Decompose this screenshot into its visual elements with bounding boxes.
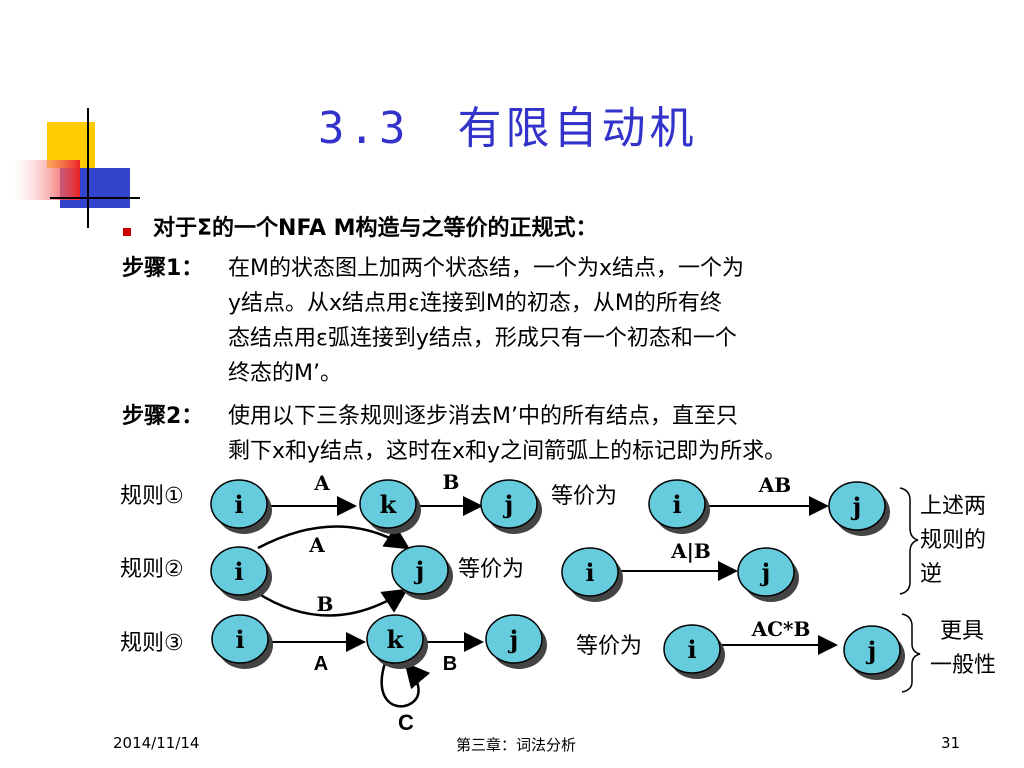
edge-label: AC*B (751, 617, 811, 641)
node-label: j (508, 625, 519, 654)
rule1-label: 规则① (120, 484, 184, 509)
edge-label: A (314, 653, 328, 675)
step2-label: 步骤2： (122, 404, 204, 429)
state-node: j (480, 479, 542, 534)
state-node: j (485, 614, 547, 669)
node-label: i (235, 625, 244, 654)
loop-label: C (398, 710, 414, 735)
brace (901, 613, 921, 693)
page-title: 3.3 有限自动机 (318, 103, 698, 154)
step1-line: 终态的M’。 (228, 361, 342, 386)
step1-line: 态结点用ε弧连接到y结点，形成只有一个初态和一个 (228, 326, 737, 351)
note-reverse-line: 上述两 (920, 494, 987, 519)
edge-arrow (255, 588, 409, 617)
rule3-label: 规则③ (120, 631, 184, 656)
edge-label: AB (758, 473, 791, 497)
step1-line: 在M的状态图上加两个状态结，一个为x结点，一个为 (228, 256, 745, 281)
state-node: j (737, 547, 799, 602)
edge-label: B (443, 653, 457, 675)
state-node: j (843, 625, 905, 680)
note-reverse-line: 规则的 (920, 528, 987, 553)
equivalent-label: 等价为 (551, 484, 618, 509)
state-node: i (648, 479, 710, 534)
node-label: i (234, 557, 243, 586)
equivalent-label: 等价为 (576, 634, 643, 659)
note-general-line: 更具 (940, 619, 985, 644)
step1-line: y结点。从x结点用ε连接到M的初态，从M的所有终 (228, 291, 722, 316)
state-node: k (359, 479, 421, 534)
node-label: j (503, 490, 514, 519)
node-label: j (760, 558, 771, 587)
node-label: j (866, 636, 877, 665)
state-node: i (561, 547, 623, 602)
node-label: j (414, 556, 425, 585)
state-node: i (663, 624, 725, 679)
bullet-marker (123, 228, 131, 236)
footer-chapter: 第三章：词法分析 (456, 736, 577, 754)
node-label: i (672, 490, 681, 519)
edge-label: A|B (670, 539, 711, 563)
node-label: k (387, 625, 405, 654)
state-node: i (211, 614, 273, 669)
step1-label: 步骤1： (122, 256, 204, 281)
equivalent-label: 等价为 (458, 557, 525, 582)
node-label: i (687, 635, 696, 664)
edge-label: B (443, 470, 460, 494)
step2-line: 使用以下三条规则逐步消去M’中的所有结点，直至只 (228, 404, 738, 429)
state-node: i (210, 479, 272, 534)
bullet-text: 对于Σ的一个NFA M构造与之等价的正规式： (153, 216, 598, 241)
node-label: i (585, 558, 594, 587)
note-general-line: 一般性 (930, 653, 997, 678)
footer-page-number: 31 (941, 734, 961, 752)
node-label: i (234, 490, 243, 519)
node-label: j (851, 492, 862, 521)
decorative-corner-logo (12, 108, 140, 228)
step2-line: 剩下x和y结点，这时在x和y之间箭弧上的标记即为所求。 (228, 439, 787, 464)
edge-label: A (308, 533, 325, 557)
brace (899, 487, 919, 595)
footer-date: 2014/11/14 (113, 734, 200, 752)
rule2-label: 规则② (120, 557, 184, 582)
state-node: k (366, 614, 428, 669)
state-node: i (210, 546, 272, 601)
note-reverse-line: 逆 (920, 562, 943, 587)
edge-label: B (317, 592, 334, 616)
state-node: j (828, 481, 890, 536)
edge-arrow (257, 525, 411, 550)
state-node: j (391, 545, 453, 600)
loop-arrow (380, 659, 431, 708)
edge-label: A (313, 471, 330, 495)
node-label: k (380, 490, 398, 519)
